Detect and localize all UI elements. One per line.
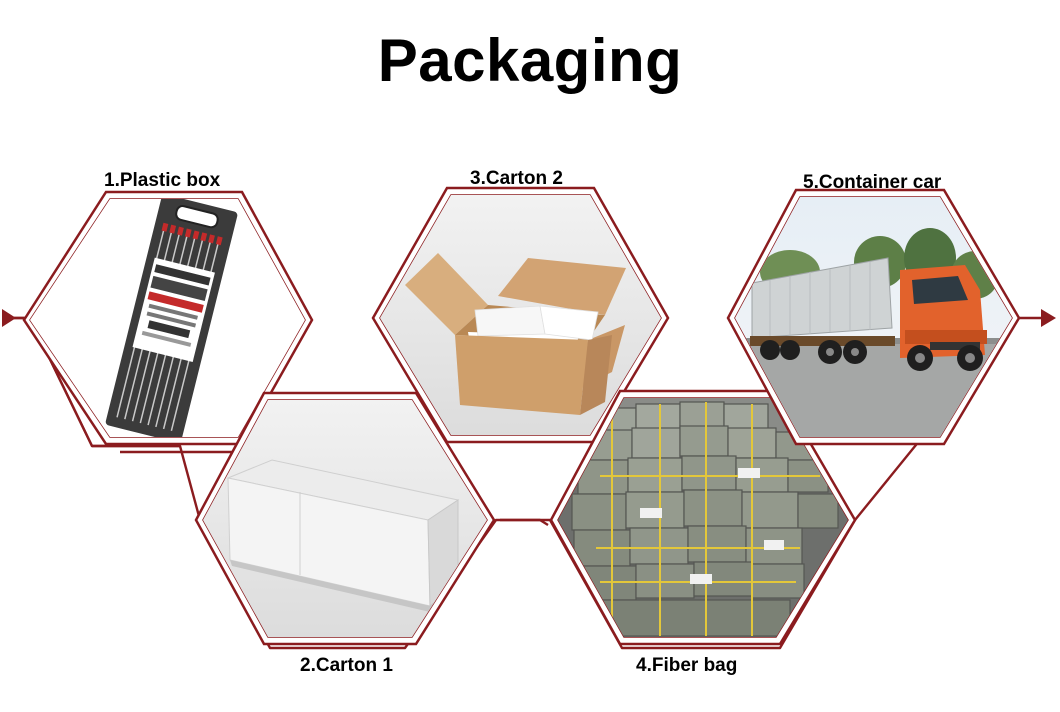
hex-plastic-box (22, 190, 314, 446)
arrow-right-icon (1041, 309, 1056, 327)
page-title: Packaging (377, 27, 683, 94)
hex-container-car (726, 188, 1021, 446)
label-fiber-bag: 4.Fiber bag (636, 655, 738, 676)
fiber-bag-pallet-image (558, 398, 848, 637)
hex-carton-1 (194, 391, 496, 646)
label-carton-1: 2.Carton 1 (300, 655, 393, 676)
hex-carton-2 (371, 186, 670, 444)
label-container-car: 5.Container car (803, 172, 942, 193)
arrow-left-icon (2, 309, 16, 327)
hex-fiber-bag (549, 389, 857, 646)
label-plastic-box: 1.Plastic box (104, 170, 221, 191)
label-carton-2: 3.Carton 2 (470, 168, 563, 189)
